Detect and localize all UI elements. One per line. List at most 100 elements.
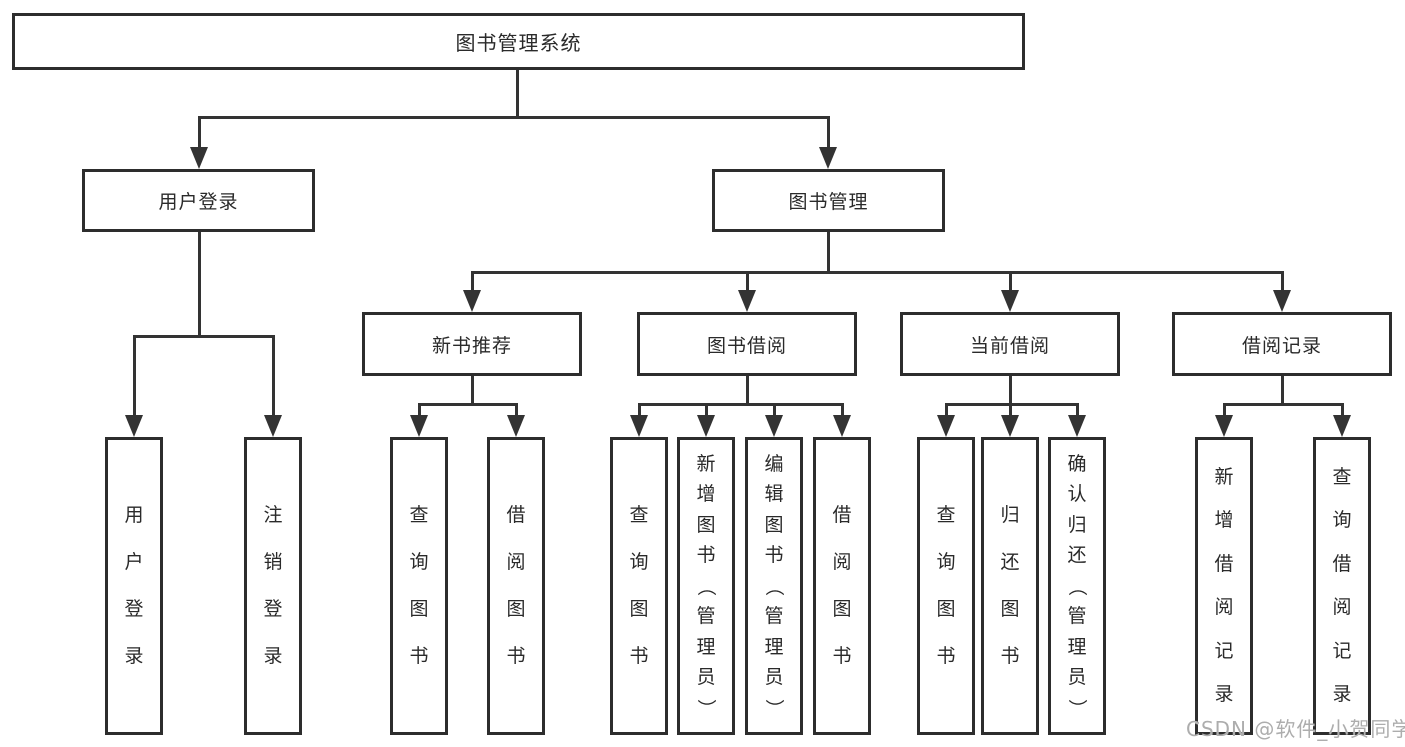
vertical-glyph: 书: [764, 544, 784, 566]
arrow-down-icon: [264, 415, 282, 437]
vertical-glyph: 新: [1214, 465, 1234, 488]
vertical-glyph: 录: [263, 645, 283, 667]
node-book-management-label: 图书管理: [788, 191, 869, 213]
node-borrow-books-label: 借阅图书: [816, 440, 868, 732]
vertical-glyph: ）: [1066, 698, 1089, 718]
node-query-borrow-record: 查询借阅记录: [1313, 437, 1371, 735]
arrow-down-icon: [1001, 290, 1019, 312]
connector-drop-line: [471, 272, 474, 294]
connector-stem-line: [516, 70, 519, 117]
vertical-glyph: 归: [1000, 504, 1020, 526]
node-edit-books-admin-label: 编辑图书（管理员）: [748, 440, 800, 732]
node-query-books-current: 查询图书: [917, 437, 975, 735]
vertical-glyph: 管: [696, 605, 716, 627]
vertical-glyph: 认: [1067, 483, 1087, 505]
node-root-label: 图书管理系统: [455, 31, 582, 55]
connector-branch-line: [638, 403, 844, 406]
node-return-books-label: 归还图书: [984, 440, 1036, 732]
vertical-glyph: 询: [1332, 509, 1352, 532]
vertical-glyph: 还: [1067, 544, 1087, 566]
node-logout-action-label: 注销登录: [247, 440, 299, 732]
vertical-glyph: 书: [936, 645, 956, 667]
node-query-books-borrowing: 查询图书: [610, 437, 668, 735]
connector-drop-line: [418, 404, 421, 419]
node-new-book-recommend-label: 新书推荐: [431, 334, 512, 357]
vertical-glyph: 录: [124, 645, 144, 667]
arrow-down-icon: [1333, 415, 1351, 437]
vertical-glyph: 询: [629, 551, 649, 573]
node-current-borrowing-label: 当前借阅: [969, 334, 1050, 357]
connector-stem-line: [746, 376, 749, 404]
node-query-books-current-label: 查询图书: [920, 440, 972, 732]
vertical-glyph: 用: [124, 504, 144, 526]
arrow-down-icon: [125, 415, 143, 437]
vertical-glyph: 查: [936, 504, 956, 526]
vertical-glyph: 阅: [1214, 596, 1234, 619]
node-borrowing-records-label: 借阅记录: [1241, 334, 1322, 357]
node-book-borrowing-label: 图书借阅: [706, 334, 787, 357]
vertical-glyph: 登: [263, 598, 283, 620]
vertical-glyph: 销: [263, 551, 283, 573]
node-user-login-action-label: 用户登录: [108, 440, 160, 732]
connector-stem-line: [198, 232, 201, 336]
connector-drop-line: [1009, 272, 1012, 294]
vertical-glyph: 员: [764, 666, 784, 688]
arrow-down-icon: [1068, 415, 1086, 437]
arrow-down-icon: [630, 415, 648, 437]
vertical-glyph: 借: [1214, 552, 1234, 575]
vertical-glyph: 还: [1000, 551, 1020, 573]
vertical-glyph: 图: [629, 598, 649, 620]
vertical-glyph: 图: [936, 598, 956, 620]
connector-drop-line: [198, 117, 201, 151]
vertical-glyph: 书: [629, 645, 649, 667]
vertical-glyph: 借: [832, 504, 852, 526]
node-book-borrowing: 图书借阅: [637, 312, 857, 376]
connector-drop-line: [1009, 404, 1012, 419]
vertical-glyph: 图: [1000, 598, 1020, 620]
node-current-borrowing: 当前借阅: [900, 312, 1120, 376]
node-add-borrow-record: 新增借阅记录: [1195, 437, 1253, 735]
connector-drop-line: [1223, 404, 1226, 419]
node-user-login: 用户登录: [82, 169, 315, 232]
node-book-management: 图书管理: [712, 169, 945, 232]
connector-branch-line: [198, 116, 830, 119]
vertical-glyph: 查: [409, 504, 429, 526]
vertical-glyph: 辑: [764, 483, 784, 505]
connector-drop-line: [827, 117, 830, 151]
node-confirm-return-admin: 确认归还（管理员）: [1048, 437, 1106, 735]
vertical-glyph: 理: [764, 635, 784, 658]
node-add-books-admin: 新增图书（管理员）: [677, 437, 735, 735]
node-return-books: 归还图书: [981, 437, 1039, 735]
node-borrowing-records: 借阅记录: [1172, 312, 1392, 376]
watermark: CSDN @软件_小贺同学: [1186, 717, 1405, 741]
vertical-glyph: 阅: [832, 551, 852, 573]
vertical-glyph: （: [695, 576, 718, 596]
connector-stem-line: [827, 232, 830, 272]
vertical-glyph: 询: [409, 551, 429, 573]
connector-branch-line: [945, 403, 1079, 406]
vertical-glyph: 管: [764, 605, 784, 627]
arrow-down-icon: [410, 415, 428, 437]
connector-branch-line: [418, 403, 518, 406]
vertical-glyph: 阅: [1332, 596, 1352, 619]
vertical-glyph: 员: [696, 666, 716, 688]
vertical-glyph: 查: [1332, 465, 1352, 488]
connector-drop-line: [705, 404, 708, 419]
vertical-glyph: 理: [1067, 635, 1087, 658]
arrow-down-icon: [819, 147, 837, 169]
vertical-glyph: 询: [936, 551, 956, 573]
arrow-down-icon: [1215, 415, 1233, 437]
vertical-glyph: 图: [764, 513, 784, 536]
vertical-glyph: 图: [409, 598, 429, 620]
connector-drop-line: [638, 404, 641, 419]
arrow-down-icon: [833, 415, 851, 437]
node-add-books-admin-label: 新增图书（管理员）: [680, 440, 732, 732]
node-borrow-books-recommend: 借阅图书: [487, 437, 545, 735]
arrow-down-icon: [190, 147, 208, 169]
connector-branch-line: [471, 271, 1284, 274]
vertical-glyph: 查: [629, 504, 649, 526]
connector-stem-line: [1009, 376, 1012, 404]
node-query-books-borrowing-label: 查询图书: [613, 440, 665, 732]
vertical-glyph: 书: [409, 645, 429, 667]
